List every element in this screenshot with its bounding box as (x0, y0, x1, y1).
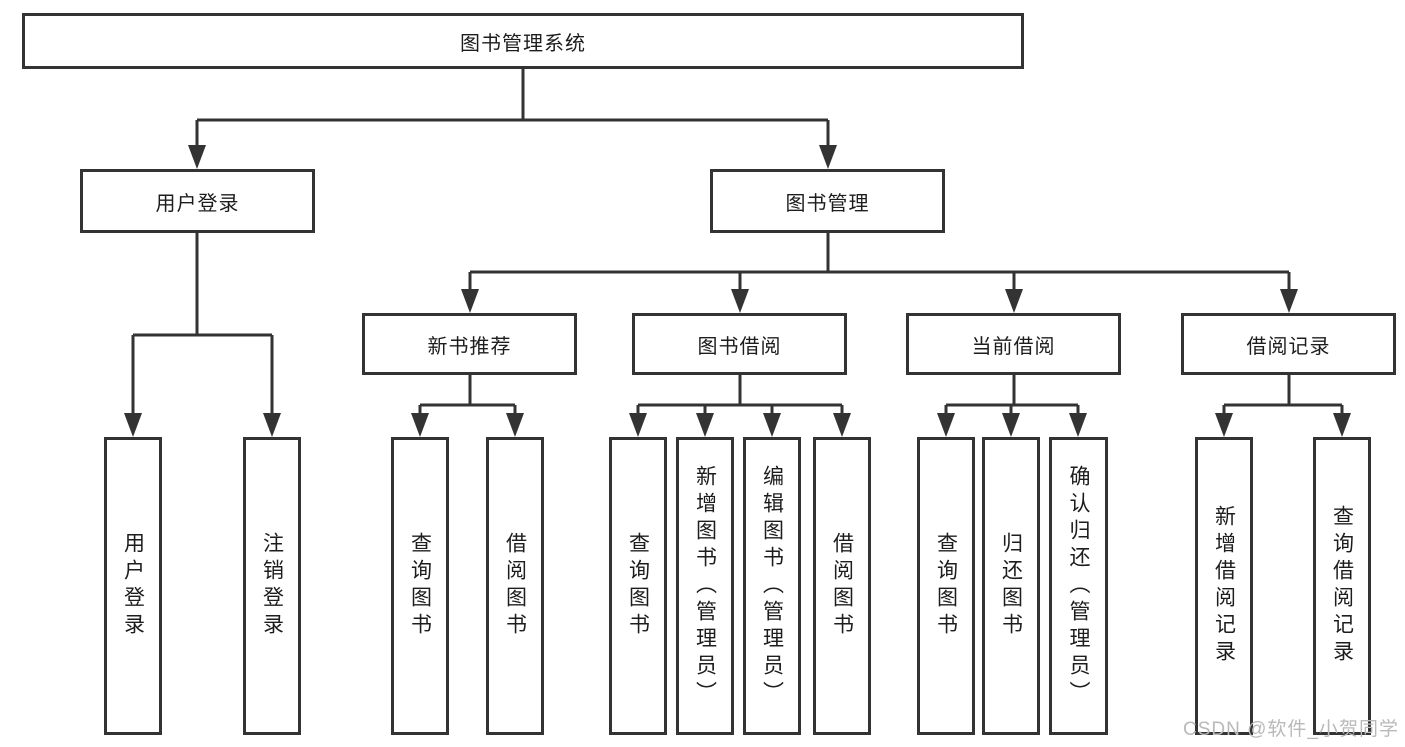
leaf-bb-edit-book-admin: 编辑图书（管理员） (743, 437, 801, 735)
node-new-book-rec-label: 新书推荐 (427, 335, 512, 358)
leaf-user-login-label: 用户登录 (121, 532, 145, 640)
node-borrow-records-label: 借阅记录 (1246, 335, 1331, 358)
leaf-br-add-record-label: 新增借阅记录 (1212, 505, 1236, 667)
leaf-nbr-query-books: 查询图书 (391, 437, 449, 735)
node-borrow-records: 借阅记录 (1181, 313, 1396, 375)
leaf-bb-borrow-books: 借阅图书 (813, 437, 871, 735)
leaf-bb-add-book-admin-label: 新增图书（管理员） (693, 464, 717, 708)
leaf-cb-query-books-label: 查询图书 (934, 532, 958, 640)
node-book-borrow-label: 图书借阅 (697, 335, 782, 358)
leaf-bb-query-books-label: 查询图书 (626, 532, 650, 640)
leaf-nbr-borrow-books-label: 借阅图书 (503, 532, 527, 640)
leaf-cb-return-books: 归还图书 (982, 437, 1040, 735)
leaf-nbr-borrow-books: 借阅图书 (486, 437, 544, 735)
leaf-br-query-record: 查询借阅记录 (1313, 437, 1371, 735)
leaf-br-query-record-label: 查询借阅记录 (1330, 505, 1354, 667)
node-new-book-rec: 新书推荐 (362, 313, 577, 375)
leaf-bb-edit-book-admin-label: 编辑图书（管理员） (760, 464, 784, 708)
leaf-cb-confirm-return-admin: 确认归还（管理员） (1049, 437, 1108, 735)
watermark: CSDN @软件_小贺同学 (1183, 719, 1399, 740)
leaf-logout: 注销登录 (243, 437, 301, 735)
node-root: 图书管理系统 (22, 13, 1024, 69)
leaf-bb-query-books: 查询图书 (609, 437, 667, 735)
node-book-borrow: 图书借阅 (632, 313, 847, 375)
leaf-cb-confirm-return-admin-label: 确认归还（管理员） (1067, 464, 1091, 708)
leaf-br-add-record: 新增借阅记录 (1195, 437, 1253, 735)
node-user-login: 用户登录 (80, 169, 315, 233)
node-root-label: 图书管理系统 (460, 32, 586, 55)
node-book-mgmt-label: 图书管理 (785, 192, 870, 215)
leaf-bb-add-book-admin: 新增图书（管理员） (676, 437, 734, 735)
leaf-bb-borrow-books-label: 借阅图书 (830, 532, 854, 640)
node-current-borrow-label: 当前借阅 (971, 335, 1056, 358)
leaf-cb-query-books: 查询图书 (917, 437, 975, 735)
leaf-user-login: 用户登录 (104, 437, 162, 735)
leaf-nbr-query-books-label: 查询图书 (408, 532, 432, 640)
node-user-login-label: 用户登录 (155, 192, 240, 215)
leaf-cb-return-books-label: 归还图书 (999, 532, 1023, 640)
leaf-logout-label: 注销登录 (260, 532, 284, 640)
node-current-borrow: 当前借阅 (906, 313, 1121, 375)
node-book-mgmt: 图书管理 (710, 169, 945, 233)
